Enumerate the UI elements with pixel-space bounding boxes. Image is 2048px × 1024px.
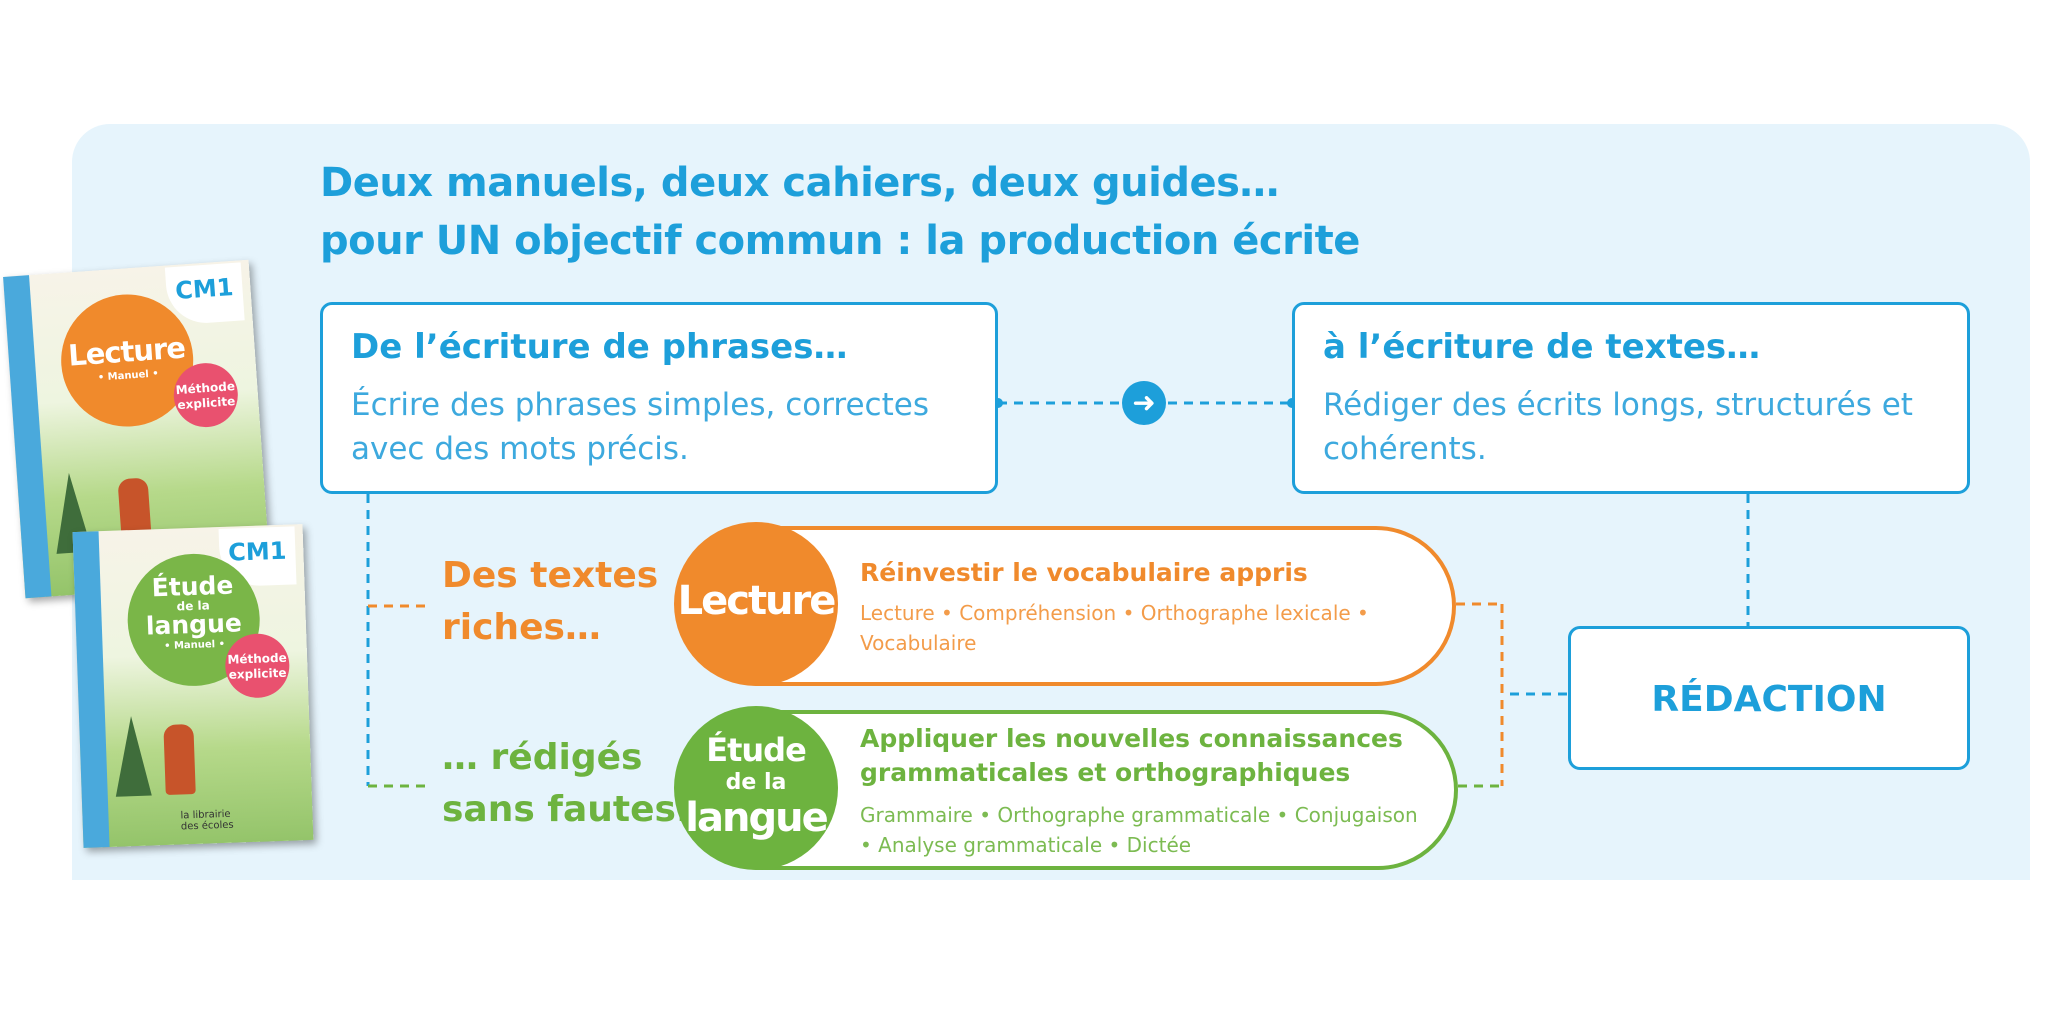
etude-pill-subtitle: Grammaire • Orthographe grammaticale • C… [860, 803, 1418, 857]
redaction-label: RÉDACTION [1651, 679, 1887, 720]
etude-pill-title: Appliquer les nouvelles connaissances gr… [860, 722, 1403, 790]
arrow-right-icon: ➜ [1122, 381, 1166, 425]
rich-texts-label: Des textes riches… [442, 550, 658, 654]
etude-pill-title-line-2: grammaticales et orthographiques [860, 758, 1351, 787]
rich-texts-line-2: riches… [442, 607, 601, 648]
heading-line-2: pour UN objectif commun : la production … [320, 218, 1360, 264]
etude-circle: Étude de la langue [674, 706, 838, 870]
method-badge-line-2: explicite [177, 394, 236, 413]
lecture-pill-title: Réinvestir le vocabulaire appris [860, 558, 1308, 587]
etude-book-cover: CM1 Étude de la langue • Manuel • Méthod… [72, 524, 314, 848]
rich-texts-line-1: Des textes [442, 555, 659, 596]
book-title: Étude de la langue [126, 571, 260, 641]
book-title-line-3: langue [145, 608, 243, 641]
etude-pill-title-line-1: Appliquer les nouvelles connaissances [860, 724, 1403, 753]
no-mistakes-line-2: sans fautes. [442, 789, 690, 830]
no-mistakes-line-1: … rédigés [442, 737, 643, 778]
sentence-writing-body: Écrire des phrases simples, correctes av… [351, 387, 929, 467]
etude-circle-line-1: Étude [706, 731, 807, 769]
etude-circle-line-2: de la [725, 770, 787, 795]
text-writing-title: à l’écriture de textes… [1323, 327, 1761, 367]
publisher-line-2: des écoles [180, 819, 234, 833]
redaction-box: RÉDACTION [1568, 626, 1970, 770]
lecture-circle: Lecture [674, 522, 838, 686]
etude-circle-line-3: langue [685, 795, 828, 841]
tree-illustration [113, 715, 152, 797]
method-badge-line-2: explicite [228, 665, 287, 682]
method-badge: Méthode explicite [224, 632, 291, 699]
text-writing-box: à l’écriture de textes… Rédiger des écri… [1292, 302, 1970, 494]
lecture-pill-subtitle: Lecture • Compréhension • Orthographe le… [860, 601, 1369, 655]
no-mistakes-label: … rédigés sans fautes. [442, 732, 690, 836]
sentence-writing-title: De l’écriture de phrases… [351, 327, 848, 367]
sentence-writing-box: De l’écriture de phrases… Écrire des phr… [320, 302, 998, 494]
publisher-logo: la librairie des écoles [180, 809, 234, 833]
text-writing-body: Rédiger des écrits longs, structurés et … [1323, 387, 1913, 467]
heading-line-1: Deux manuels, deux cahiers, deux guides… [320, 160, 1279, 206]
child-illustration [163, 724, 196, 796]
lecture-circle-label: Lecture [677, 578, 837, 624]
